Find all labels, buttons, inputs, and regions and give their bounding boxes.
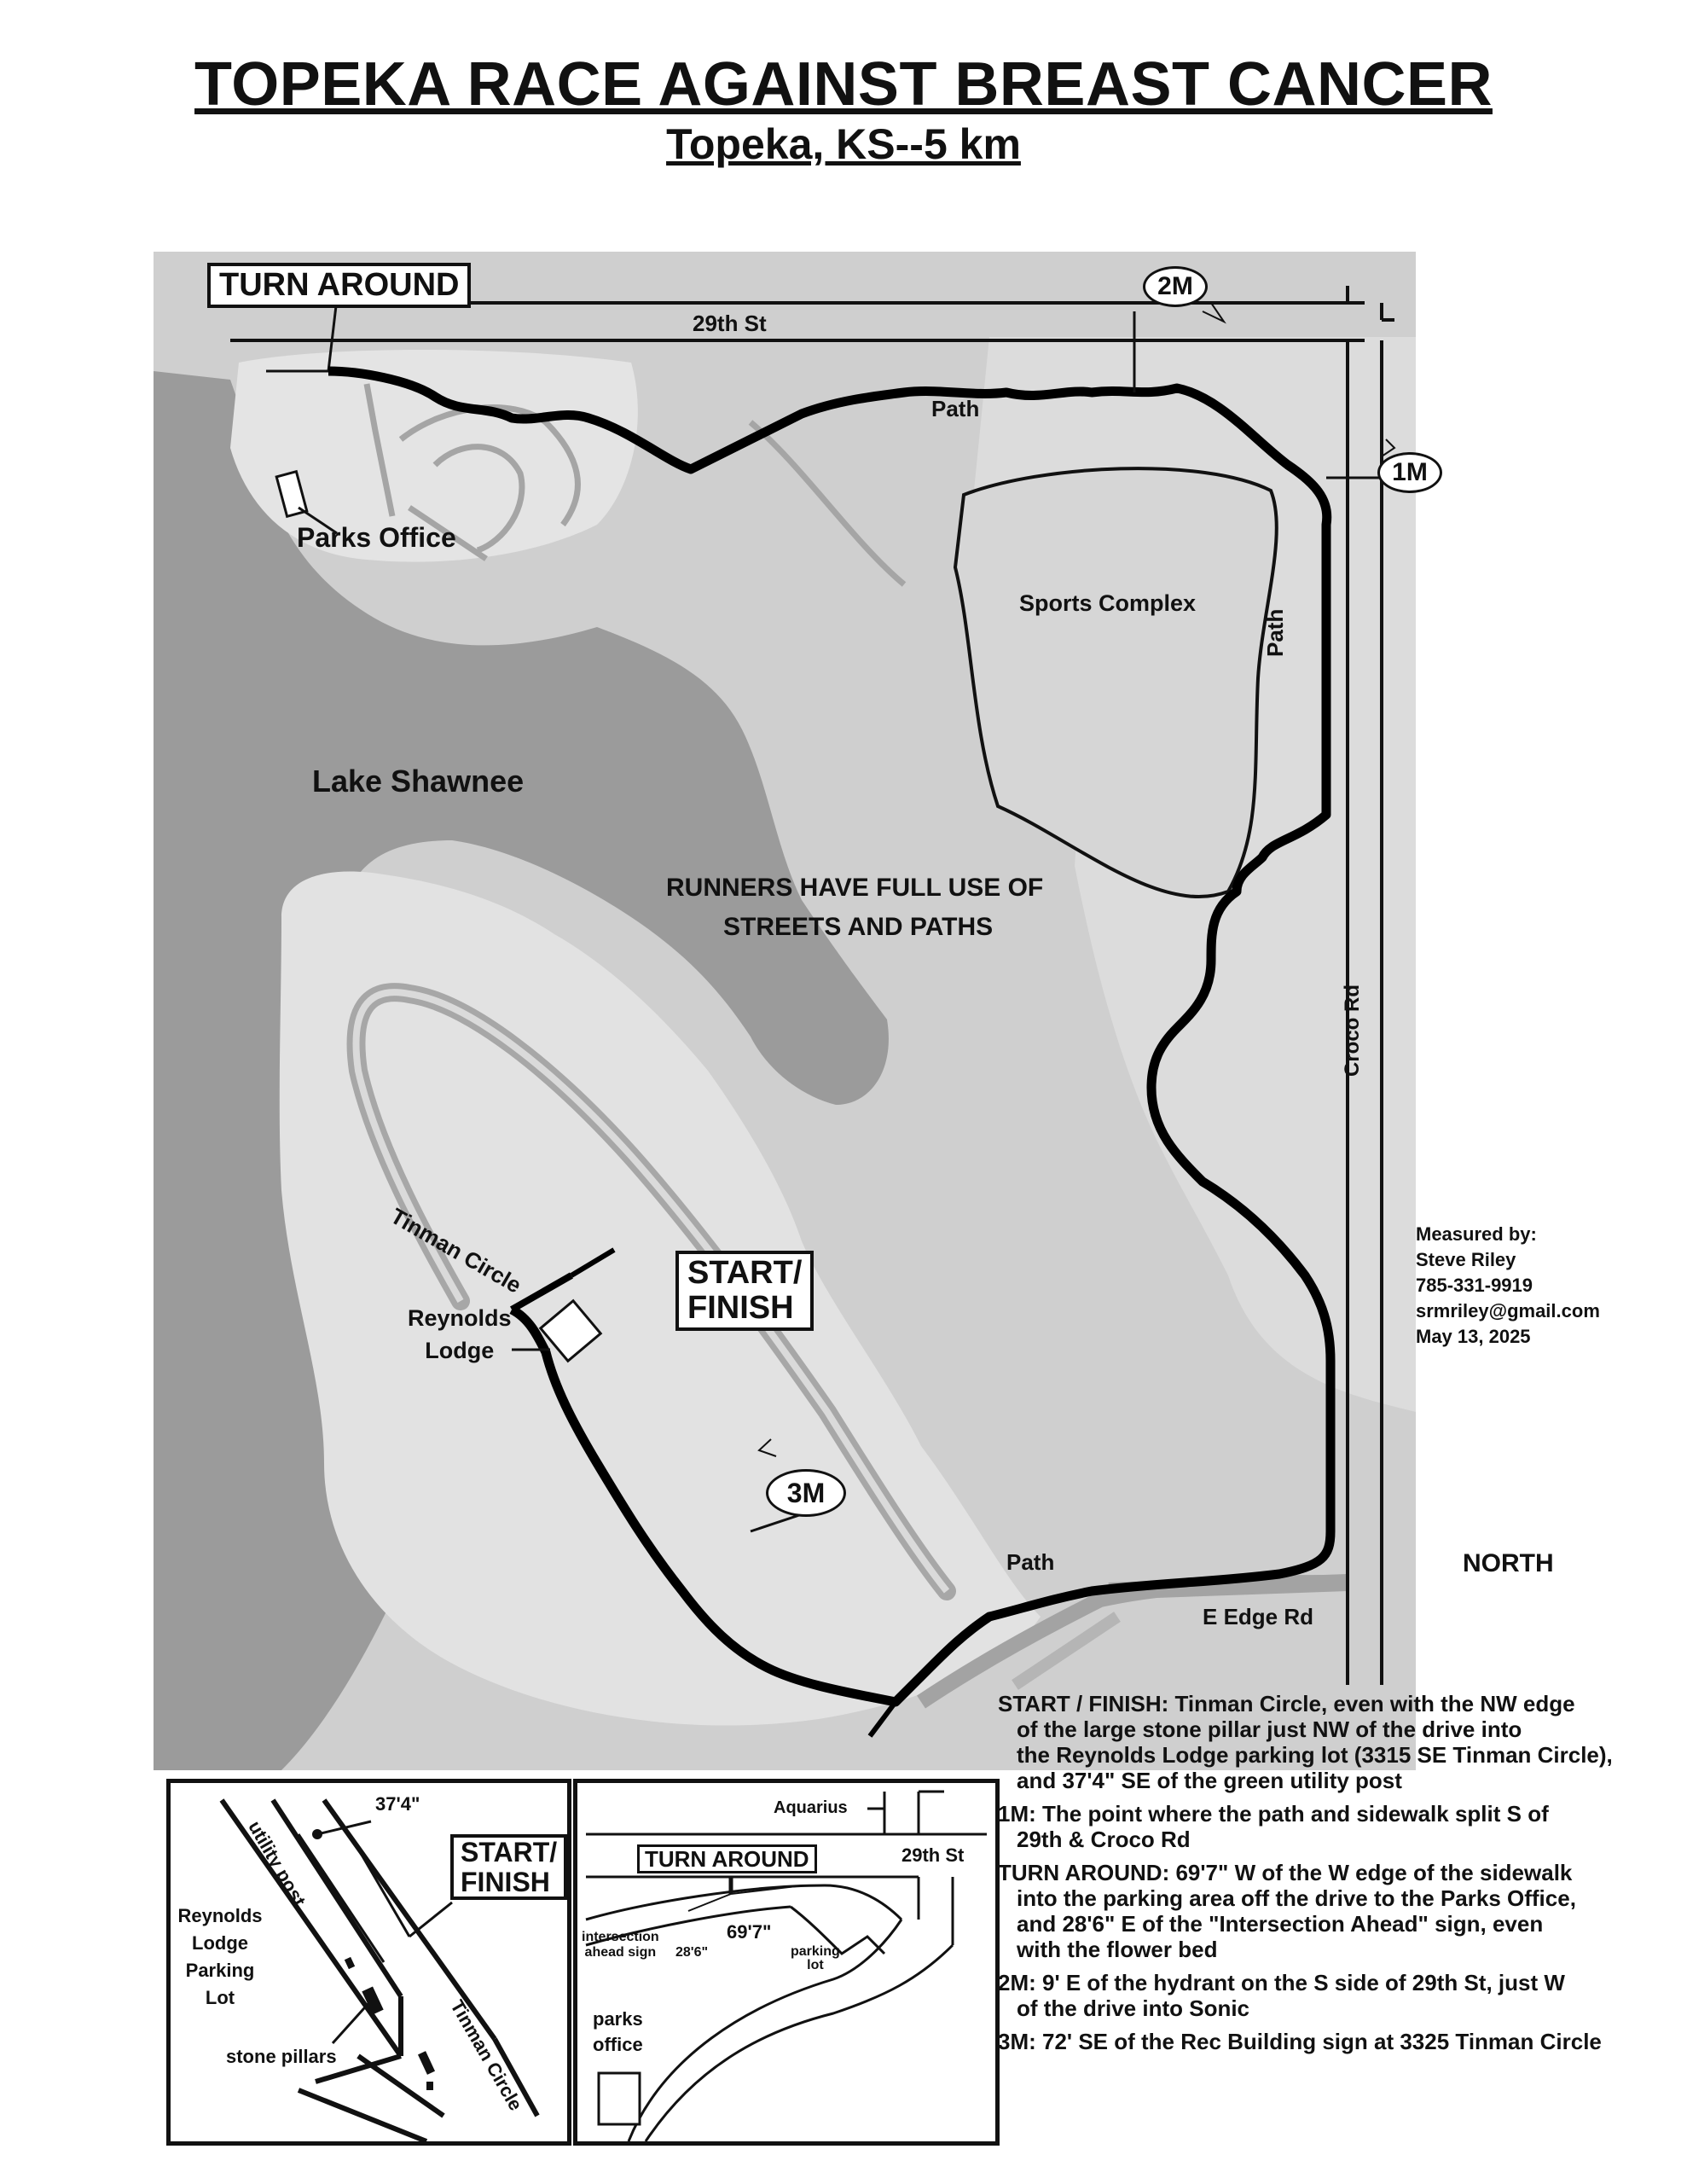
course-map: [154, 252, 1416, 1770]
path-label-east: Path: [1262, 608, 1288, 657]
inset-lot-line1: parking: [791, 1944, 840, 1959]
note-2m: 2M: 9' E of the hydrant on the S side of…: [998, 1970, 1672, 2021]
note-turn-around-lead: TURN AROUND: 69'7" W of the W edge of th…: [998, 1860, 1573, 1885]
parks-office-building: [275, 469, 309, 519]
inset-office-line2: office: [593, 2034, 643, 2055]
inset-lot-line2: Lodge: [192, 1932, 248, 1954]
inset-dist-sign: 28'6": [675, 1945, 709, 1960]
e-edge-rd-label: E Edge Rd: [1203, 1604, 1314, 1629]
measured-heading: Measured by:: [1416, 1223, 1537, 1245]
inset-lot-line1: Reynolds: [177, 1905, 263, 1926]
inset-lot-label: Reynolds Lodge Parking Lot: [177, 1902, 263, 2012]
inset-sign-label: intersection ahead sign: [582, 1930, 659, 1960]
note-3m: 3M: 72' SE of the Rec Building sign at 3…: [998, 2029, 1672, 2054]
measured-by-block: Measured by: Steve Riley 785-331-9919 sr…: [1416, 1222, 1600, 1350]
note-start-finish-line: of the large stone pillar just NW of the…: [1017, 1716, 1522, 1742]
mile-marker-2m: 2M: [1143, 266, 1208, 307]
measurer-email: srmriley@gmail.com: [1416, 1300, 1600, 1321]
croco-rd-label: Croco Rd: [1341, 985, 1364, 1077]
tinman-circle-road-inner: [352, 989, 950, 1594]
inset-start-line2: FINISH: [461, 1866, 550, 1897]
note-start-finish-line: and 37'4" SE of the green utility post: [1017, 1768, 1402, 1793]
lake-shawnee-label: Lake Shawnee: [312, 764, 525, 799]
sports-complex-outline: [953, 467, 1278, 898]
inset-turn-around-label: TURN AROUND: [637, 1844, 817, 1874]
note-turn-around: TURN AROUND: 69'7" W of the W edge of th…: [998, 1860, 1672, 1962]
inset-start-finish-label: START/ FINISH: [450, 1834, 568, 1901]
map-subtitle: Topeka, KS--5 km: [666, 120, 1021, 168]
inset-lot-line2: lot: [807, 1958, 824, 1972]
tinman-peninsula: [279, 871, 1041, 1726]
measurer-phone: 785-331-9919: [1416, 1275, 1533, 1296]
mile-marker-1m: 1M: [1377, 452, 1442, 493]
turn-around-label: TURN AROUND: [207, 263, 472, 309]
start-finish-line2: FINISH: [687, 1290, 794, 1327]
parks-office-label: Parks Office: [297, 522, 456, 553]
inset-start-distance: 37'4": [375, 1793, 420, 1815]
se-stub-road: [1012, 1612, 1121, 1690]
inset-29th-label: 29th St: [901, 1844, 965, 1866]
reynolds-lodge-building: [538, 1298, 603, 1363]
note-3m-lead: 3M: 72' SE of the Rec Building sign at 3…: [998, 2029, 1602, 2054]
inset-start-line1: START/: [461, 1837, 558, 1867]
runners-note-line2: STREETS AND PATHS: [723, 913, 994, 941]
note-start-finish-lead: START / FINISH: Tinman Circle, even with…: [998, 1691, 1575, 1716]
inset-parking-lot-label: parking lot: [791, 1945, 840, 1972]
start-finish-inset-drawing: [219, 1798, 540, 2141]
course-notes: START / FINISH: Tinman Circle, even with…: [998, 1691, 1672, 2062]
note-start-finish-line: the Reynolds Lodge parking lot (3315 SE …: [1017, 1742, 1613, 1768]
start-finish-inset: 37'4" utility post START/ FINISH Reynold…: [166, 1779, 571, 2146]
measured-date: May 13, 2025: [1416, 1326, 1531, 1347]
note-1m-lead: 1M: The point where the path and sidewal…: [998, 1801, 1549, 1827]
path-label-south: Path: [1006, 1549, 1055, 1575]
runners-note-line1: RUNNERS HAVE FULL USE OF: [666, 874, 1044, 902]
note-1m-line: 29th & Croco Rd: [1017, 1827, 1191, 1852]
parks-office-grounds: [230, 350, 638, 562]
measurer-name: Steve Riley: [1416, 1249, 1516, 1270]
parks-office-drives: [363, 383, 907, 587]
start-finish-line1: START/: [687, 1255, 803, 1291]
inset-lot-line3: Parking: [185, 1960, 255, 1981]
note-turn-around-line: with the flower bed: [1017, 1937, 1218, 1962]
inset-parks-office-label: parks office: [593, 2007, 643, 2058]
inset-stone-pillars-label: stone pillars: [226, 2046, 337, 2067]
mile-marker-3m: 3M: [766, 1469, 846, 1517]
race-route: [328, 366, 1336, 1707]
street-29th-label: 29th St: [693, 311, 767, 336]
reynolds-lodge-line1: Reynolds: [408, 1305, 512, 1331]
start-finish-label: START/ FINISH: [675, 1251, 815, 1332]
inset-lot-line4: Lot: [205, 1987, 235, 2008]
north-label: NORTH: [1463, 1549, 1554, 1577]
reynolds-lodge-label: Reynolds Lodge: [408, 1302, 512, 1367]
inset-office-line1: parks: [593, 2008, 643, 2030]
sports-complex-label: Sports Complex: [1019, 590, 1197, 616]
note-1m: 1M: The point where the path and sidewal…: [998, 1801, 1672, 1852]
turn-around-inset: Aquarius TURN AROUND 29th St intersectio…: [573, 1779, 1000, 2146]
note-2m-line: of the drive into Sonic: [1017, 1995, 1250, 2021]
map-title: TOPEKA RACE AGAINST BREAST CANCER: [194, 50, 1493, 119]
inset-sign-line2: ahead sign: [584, 1945, 657, 1960]
turn-around-inset-drawing: [585, 1790, 987, 2141]
note-turn-around-line: into the parking area off the drive to t…: [1017, 1885, 1576, 1911]
note-start-finish: START / FINISH: Tinman Circle, even with…: [998, 1691, 1672, 1793]
inset-aquarius-label: Aquarius: [774, 1798, 848, 1817]
inset-sign-line1: intersection: [582, 1930, 659, 1944]
note-turn-around-line: and 28'6" E of the "Intersection Ahead" …: [1017, 1911, 1544, 1937]
reynolds-lodge-line2: Lodge: [425, 1338, 495, 1363]
path-label-north: Path: [931, 396, 980, 421]
note-2m-lead: 2M: 9' E of the hydrant on the S side of…: [998, 1970, 1565, 1995]
inset-dist-sidewalk: 69'7": [727, 1921, 772, 1943]
